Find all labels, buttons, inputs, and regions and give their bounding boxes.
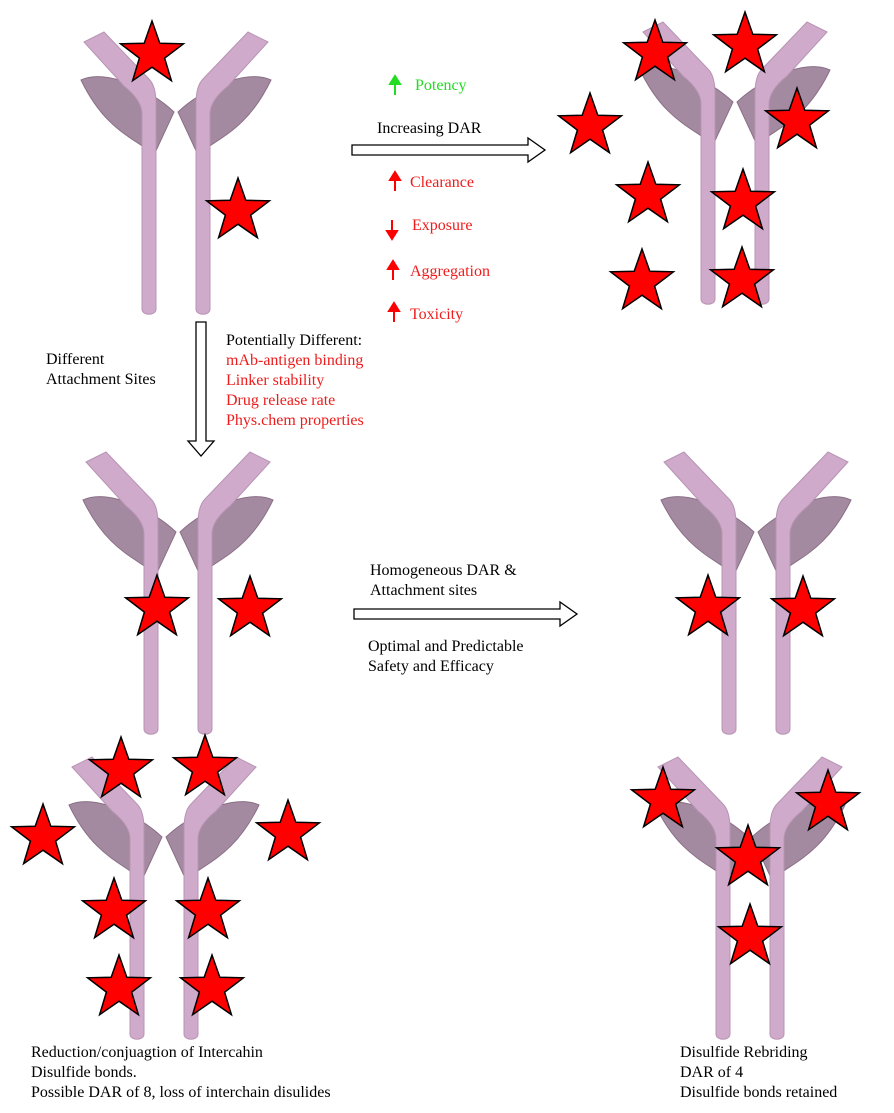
list-item: Drug release rate [226,391,364,411]
drug-star [559,93,622,153]
different-attachment-label: Different Attachment Sites [46,350,156,390]
homogeneous-label: Homogeneous DAR & Attachment sites [370,561,517,601]
clearance-up-arrow [390,172,400,191]
effect-exposure: Exposure [412,216,472,236]
drug-star [207,178,270,238]
effect-clearance: Clearance [410,173,474,193]
drug-star [12,804,75,864]
effect-aggregation: Aggregation [410,262,490,282]
potentially-different-heading: Potentially Different: [226,331,364,351]
list-item: Linker stability [226,371,364,391]
drug-star [219,576,282,636]
effect-toxicity: Toxicity [410,305,463,325]
increasing-dar-label: Increasing DAR [377,119,481,139]
aggregation-up-arrow [388,261,398,280]
attachment-sites-arrow [188,322,214,456]
drug-star [714,12,777,72]
drug-star [611,249,674,309]
drug-star [257,800,320,860]
effect-arrows [387,76,400,322]
potentially-different-list: Potentially Different: mAb-antigen bindi… [226,331,364,431]
exposure-down-arrow [387,220,397,239]
caption-reduction: Reduction/conjuagtion of Intercahin Disu… [31,1043,331,1103]
drug-star [617,162,680,222]
homogeneous-arrow [354,602,577,626]
toxicity-up-arrow [389,303,399,322]
list-item: Phys.chem properties [226,411,364,431]
caption-rebridging: Disulfide Rebriding DAR of 4 Disulfide b… [680,1043,837,1103]
list-item: mAb-antigen binding [226,351,364,371]
antibody-low-dar [81,32,271,314]
increasing-dar-arrow [352,138,545,162]
antibody-homogeneous [661,452,851,734]
potency-up-arrow [390,76,400,95]
effect-potency: Potency [415,76,467,96]
antibody-reduction-dar8 [69,757,259,1039]
safety-efficacy-label: Optimal and Predictable Safety and Effic… [368,637,524,677]
